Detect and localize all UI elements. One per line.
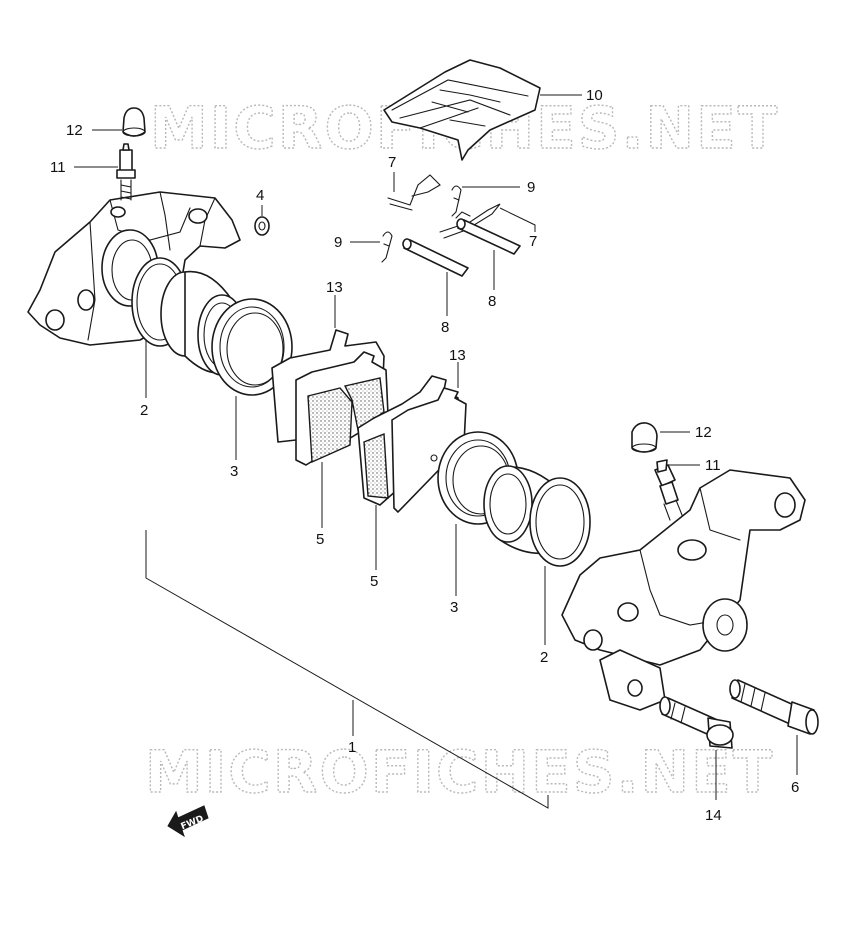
callout-12-right: 12 xyxy=(695,424,712,441)
callout-12-left: 12 xyxy=(66,122,83,139)
callout-6: 6 xyxy=(791,779,799,796)
cotter-pin-left xyxy=(381,231,393,263)
right-bleeder-cap xyxy=(631,422,658,453)
left-caliper-body xyxy=(27,191,241,346)
callout-5-left: 5 xyxy=(316,531,324,548)
washer xyxy=(254,216,270,236)
callout-13-right: 13 xyxy=(449,347,466,364)
callout-8-left: 8 xyxy=(441,319,449,336)
callout-2-right: 2 xyxy=(540,649,548,666)
callout-3-left: 3 xyxy=(230,463,238,480)
callout-9-left: 9 xyxy=(334,234,342,251)
right-bleeder-valve xyxy=(654,459,683,521)
callout-14: 14 xyxy=(705,807,722,824)
left-bleeder-cap xyxy=(122,107,146,137)
callout-9-right: 9 xyxy=(527,179,535,196)
callout-4: 4 xyxy=(256,187,264,204)
callout-1: 1 xyxy=(348,739,356,756)
leader-lines xyxy=(74,94,798,809)
right-pad-shim xyxy=(391,387,467,513)
callout-5-right: 5 xyxy=(370,573,378,590)
pad-spring xyxy=(383,59,541,161)
left-bleeder-valve xyxy=(116,143,136,201)
callout-11-right: 11 xyxy=(705,457,721,474)
callout-7-upper: 7 xyxy=(388,154,396,171)
callout-10: 10 xyxy=(586,87,603,104)
right-piston-seal xyxy=(529,477,591,567)
callout-labels: 1 2 2 3 3 4 5 5 6 7 7 8 8 9 9 10 11 11 1… xyxy=(50,87,799,824)
mounting-bolt xyxy=(659,696,734,749)
callout-13-left: 13 xyxy=(326,279,343,296)
callout-8-right: 8 xyxy=(488,293,496,310)
watermark-bottom: MICROFICHES.NET xyxy=(145,738,774,806)
cotter-pin-right xyxy=(451,185,462,217)
caliper-bolt xyxy=(729,679,819,735)
pad-pin-clip-upper xyxy=(387,174,441,211)
pad-pin-right xyxy=(456,218,521,255)
callout-2-left: 2 xyxy=(140,402,148,419)
pad-pin-left xyxy=(402,238,469,277)
callout-7-lower: 7 xyxy=(529,233,537,250)
callout-3-right: 3 xyxy=(450,599,458,616)
callout-11-left: 11 xyxy=(50,159,66,176)
right-caliper-body xyxy=(561,469,806,711)
forward-direction-arrow: FWD xyxy=(167,805,209,838)
